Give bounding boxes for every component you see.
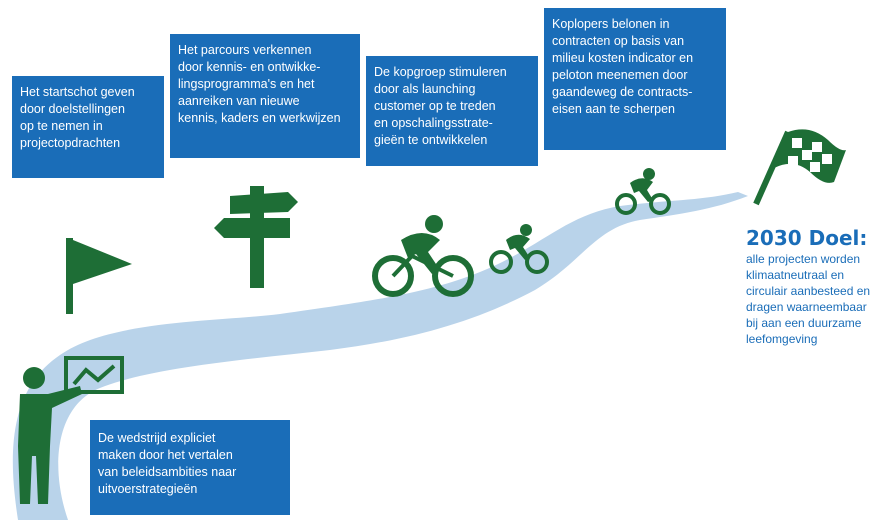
cyclist-icon-large [372, 215, 474, 297]
cyclist-icon-distant [615, 168, 671, 215]
step-box-reward-frontrunners: Koplopers belonen in contracten op basis… [544, 8, 726, 150]
step-box-start-shot: Het startschot geven door doelstellingen… [12, 76, 164, 178]
step-box-explore-course: Het parcours verkennen door kennis- en o… [170, 34, 360, 158]
step-text: De wedstrijd expliciet maken door het ve… [98, 431, 237, 496]
start-flag-icon [66, 238, 132, 314]
step-box-stimulate-lead-group: De kopgroep stimuleren door als launchin… [366, 56, 538, 166]
presenter-icon [18, 356, 124, 504]
goal-text: alle projecten worden klimaatneutraal en… [746, 252, 871, 346]
signpost-icon [214, 186, 298, 288]
goal-block: 2030 Doel: alle projecten worden klimaat… [746, 226, 894, 347]
step-text: Het parcours verkennen door kennis- en o… [178, 43, 341, 125]
step-box-explicit-race: De wedstrijd expliciet maken door het ve… [90, 420, 290, 515]
cyclist-icon-small [489, 224, 549, 274]
step-text: Het startschot geven door doelstellingen… [20, 85, 135, 150]
checkered-flag-icon [753, 129, 846, 206]
goal-title: 2030 Doel: [746, 226, 868, 250]
step-text: Koplopers belonen in contracten op basis… [552, 17, 694, 116]
step-text: De kopgroep stimuleren door als launchin… [374, 65, 507, 147]
